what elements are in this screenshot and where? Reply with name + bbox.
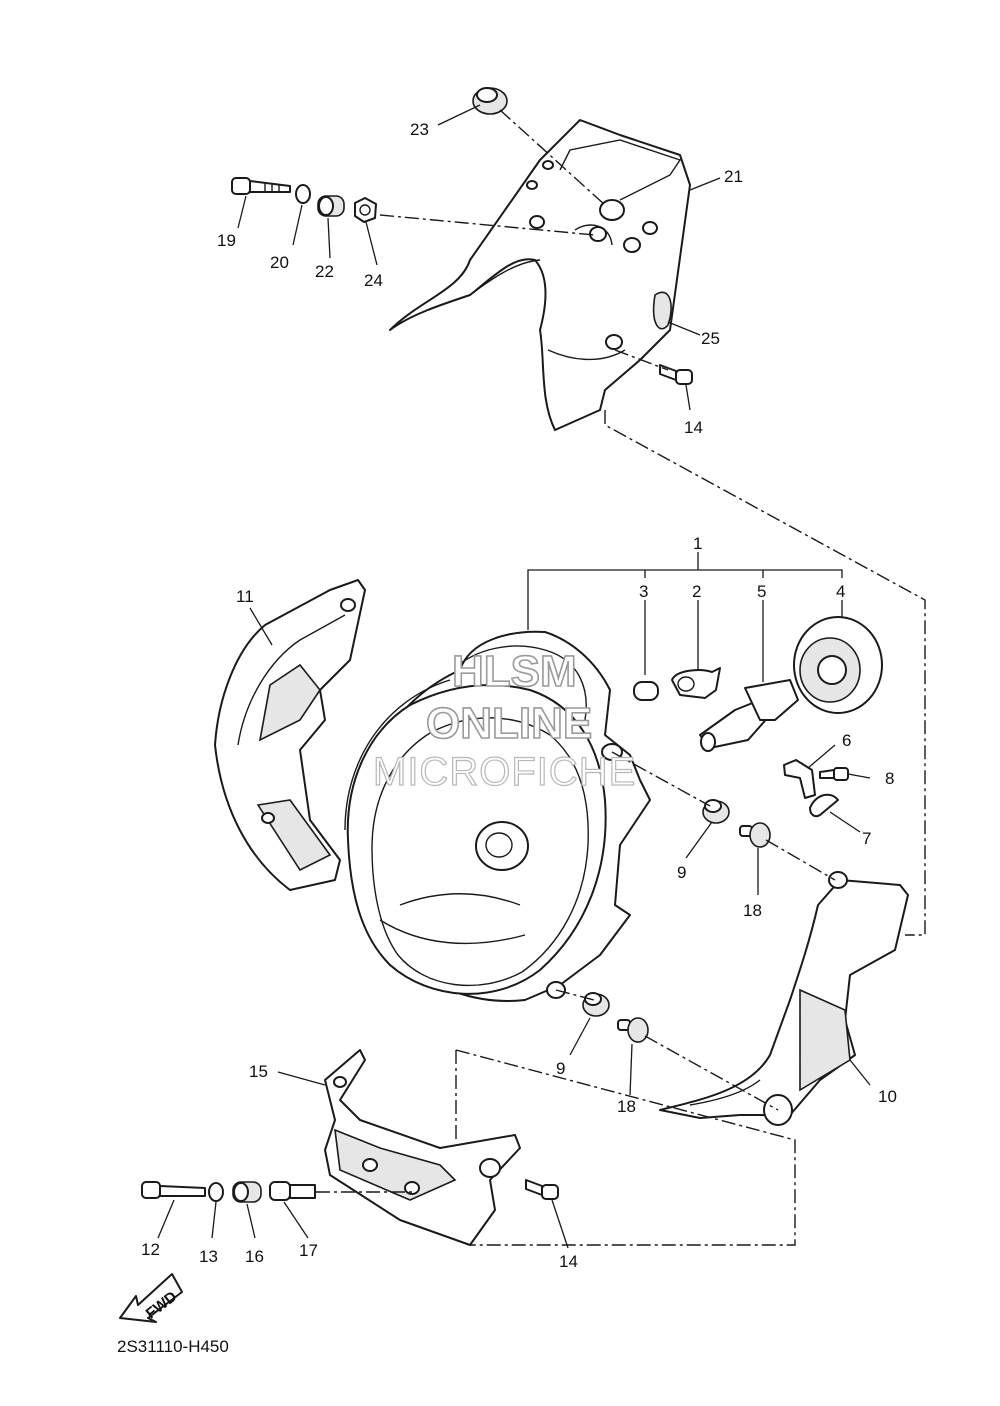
headlight-housing: [344, 630, 651, 1002]
grommet-9-upper: [702, 799, 730, 824]
callout-12: 12: [141, 1240, 160, 1259]
callout-9-upper: 9: [677, 863, 686, 882]
screw-14-top: [659, 364, 693, 385]
callout-25: 25: [701, 329, 720, 348]
bulb-5: [699, 679, 799, 752]
bulb-cover-4: [793, 616, 883, 714]
callout-18-lower: 18: [617, 1097, 636, 1116]
callout-22: 22: [315, 262, 334, 281]
bolt-19: [231, 177, 291, 195]
collar-22: [317, 195, 345, 217]
collar-18-lower: [617, 1017, 649, 1043]
callout-21: 21: [724, 167, 743, 186]
bracket-6: [783, 759, 816, 799]
socket-2: [671, 667, 721, 699]
clip-7: [809, 793, 839, 818]
callout-15: 15: [249, 1062, 268, 1081]
grommet-9-lower: [582, 992, 610, 1017]
collar-16: [232, 1181, 262, 1203]
callout-23: 23: [410, 120, 429, 139]
callout-8: 8: [885, 769, 894, 788]
watermark-line3: MICROFICHE: [373, 750, 636, 794]
watermark-line2: ONLINE: [426, 699, 592, 748]
callout-numbers: 1 3 2 5 4 6 8 7 9 18 10 9 18 11 15 12 13…: [141, 120, 897, 1271]
screw-14-lower: [525, 1179, 559, 1200]
headlight-cowl-upper: [389, 119, 691, 431]
washer-13: [208, 1182, 224, 1202]
bulb-3: [633, 681, 659, 701]
assembly-lines: [316, 109, 926, 1246]
collar-18-upper: [739, 822, 771, 848]
callout-10: 10: [878, 1087, 897, 1106]
callout-1: 1: [693, 534, 702, 553]
callout-18-upper: 18: [743, 901, 762, 920]
bolt-17: [269, 1181, 316, 1201]
callout-19: 19: [217, 231, 236, 250]
callout-2: 2: [692, 582, 701, 601]
callout-4: 4: [836, 582, 845, 601]
callout-5: 5: [757, 582, 766, 601]
lower-cover-10: [659, 871, 909, 1126]
callout-9-lower: 9: [556, 1059, 565, 1078]
nut-24: [354, 197, 377, 223]
callout-3: 3: [639, 582, 648, 601]
forward-arrow: FWD: [119, 1273, 183, 1323]
callout-14-lower: 14: [559, 1252, 578, 1271]
lower-bracket-15: [324, 1049, 521, 1246]
screw-8: [819, 767, 849, 781]
callout-20: 20: [270, 253, 289, 272]
leader-lines: [157, 104, 871, 1249]
callout-17: 17: [299, 1241, 318, 1260]
callout-16: 16: [245, 1247, 264, 1266]
grommet-23: [472, 87, 508, 115]
watermark: HLSM ONLINE MICROFICHE: [372, 646, 636, 794]
washer-20: [295, 184, 311, 204]
callout-14-upper: 14: [684, 418, 703, 437]
callout-24: 24: [364, 271, 383, 290]
callout-13: 13: [199, 1247, 218, 1266]
side-cover-11: [214, 579, 366, 891]
watermark-line1: HLSM: [452, 647, 577, 696]
callout-7: 7: [862, 829, 871, 848]
bolt-12: [141, 1181, 206, 1199]
diagram-code: 2S31110-H450: [117, 1337, 229, 1356]
callout-6: 6: [842, 731, 851, 750]
callout-11: 11: [236, 587, 254, 606]
